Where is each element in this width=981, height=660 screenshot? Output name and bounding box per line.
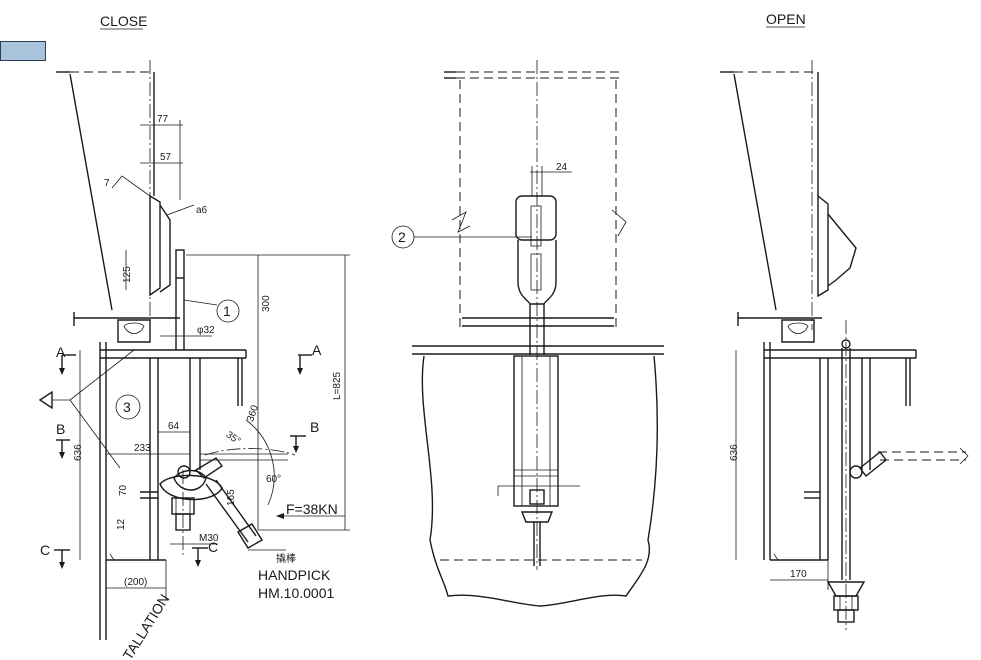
installation-text: TALLATION — [120, 591, 173, 660]
open-view: 636 170 — [720, 60, 969, 630]
selection-tab[interactable] — [0, 41, 46, 61]
close-view-title: CLOSE — [100, 13, 147, 29]
section-b-right: B — [310, 419, 319, 435]
handpick-chinese: 撬棒 — [276, 552, 296, 565]
dim-m30: M30 — [199, 533, 219, 544]
section-a-left: A — [56, 344, 66, 360]
weld-a6: a6 — [196, 205, 208, 216]
handpick-name: HANDPICK — [258, 567, 331, 583]
dim-636-left: 636 — [73, 444, 84, 461]
open-view-title: OPEN — [766, 11, 806, 27]
balloon-3: 3 — [123, 399, 131, 415]
section-c-left: C — [40, 542, 50, 558]
dim-phi32: φ32 — [197, 325, 215, 336]
close-view: 77 57 7 a6 1 φ32 125 — [38, 60, 350, 660]
dim-165: 165 — [226, 489, 237, 506]
dim-200: (200) — [124, 577, 147, 588]
balloon-1: 1 — [223, 303, 231, 319]
dim-70: 70 — [118, 484, 129, 496]
section-b-left: B — [56, 421, 65, 437]
dim-l825: L=825 — [332, 371, 343, 400]
middle-view: 24 2 — [391, 60, 664, 607]
dim-60: 60° — [266, 474, 281, 485]
section-a-right: A — [312, 342, 322, 358]
dim-300: 300 — [261, 295, 272, 312]
dim-170: 170 — [790, 569, 807, 580]
balloon-2: 2 — [398, 229, 406, 245]
dim-12: 12 — [116, 518, 127, 530]
dim-64: 64 — [168, 421, 180, 432]
handpick-code: HM.10.0001 — [258, 585, 334, 601]
dim-360: 360 — [245, 403, 261, 423]
section-c-right: C — [208, 539, 218, 555]
label-7: 7 — [104, 178, 110, 189]
dim-636-right: 636 — [729, 444, 740, 461]
force-label: F=38KN — [286, 501, 338, 517]
dim-35: 35° — [224, 429, 243, 447]
dim-57: 57 — [160, 152, 172, 163]
dim-125: 125 — [122, 266, 133, 283]
dim-233: 233 — [134, 443, 151, 454]
dim-77: 77 — [157, 114, 169, 125]
dim-24: 24 — [556, 162, 568, 173]
